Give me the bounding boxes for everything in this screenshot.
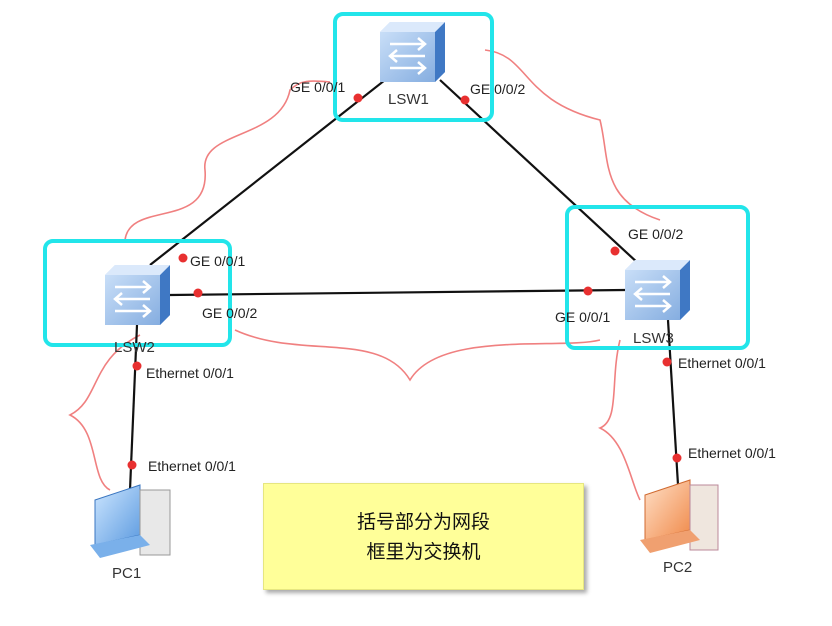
lsw2-switch-icon[interactable]	[103, 263, 172, 327]
port-label: GE 0/0/1	[190, 253, 245, 269]
annotation-note: 括号部分为网段 框里为交换机	[263, 483, 584, 590]
note-line: 框里为交换机	[366, 540, 481, 563]
lsw1-label: LSW1	[388, 91, 429, 108]
segment-braces	[68, 49, 661, 501]
port-label: GE 0/0/2	[628, 226, 683, 242]
port-dots	[127, 93, 682, 470]
port-label: GE 0/0/1	[290, 79, 345, 95]
pc2-computer-icon[interactable]	[640, 479, 719, 553]
links	[128, 79, 680, 491]
switch-highlight-boxes	[43, 12, 750, 350]
pc2-label: PC2	[663, 559, 692, 576]
port-label: GE 0/0/2	[470, 81, 525, 97]
lsw3-switch-icon[interactable]	[623, 258, 692, 322]
pc1-label: PC1	[112, 565, 141, 582]
lsw2-label: LSW2	[114, 339, 155, 356]
port-label: Ethernet 0/0/1	[148, 458, 236, 474]
lsw1-switch-icon[interactable]	[378, 20, 447, 84]
port-label: Ethernet 0/0/1	[688, 445, 776, 461]
port-label: GE 0/0/1	[555, 309, 610, 325]
port-label: GE 0/0/2	[202, 305, 257, 321]
note-line: 括号部分为网段	[356, 510, 490, 533]
lsw3-label: LSW3	[633, 330, 674, 347]
port-label: Ethernet 0/0/1	[146, 365, 234, 381]
port-label: Ethernet 0/0/1	[678, 355, 766, 371]
pc1-computer-icon[interactable]	[90, 484, 171, 558]
